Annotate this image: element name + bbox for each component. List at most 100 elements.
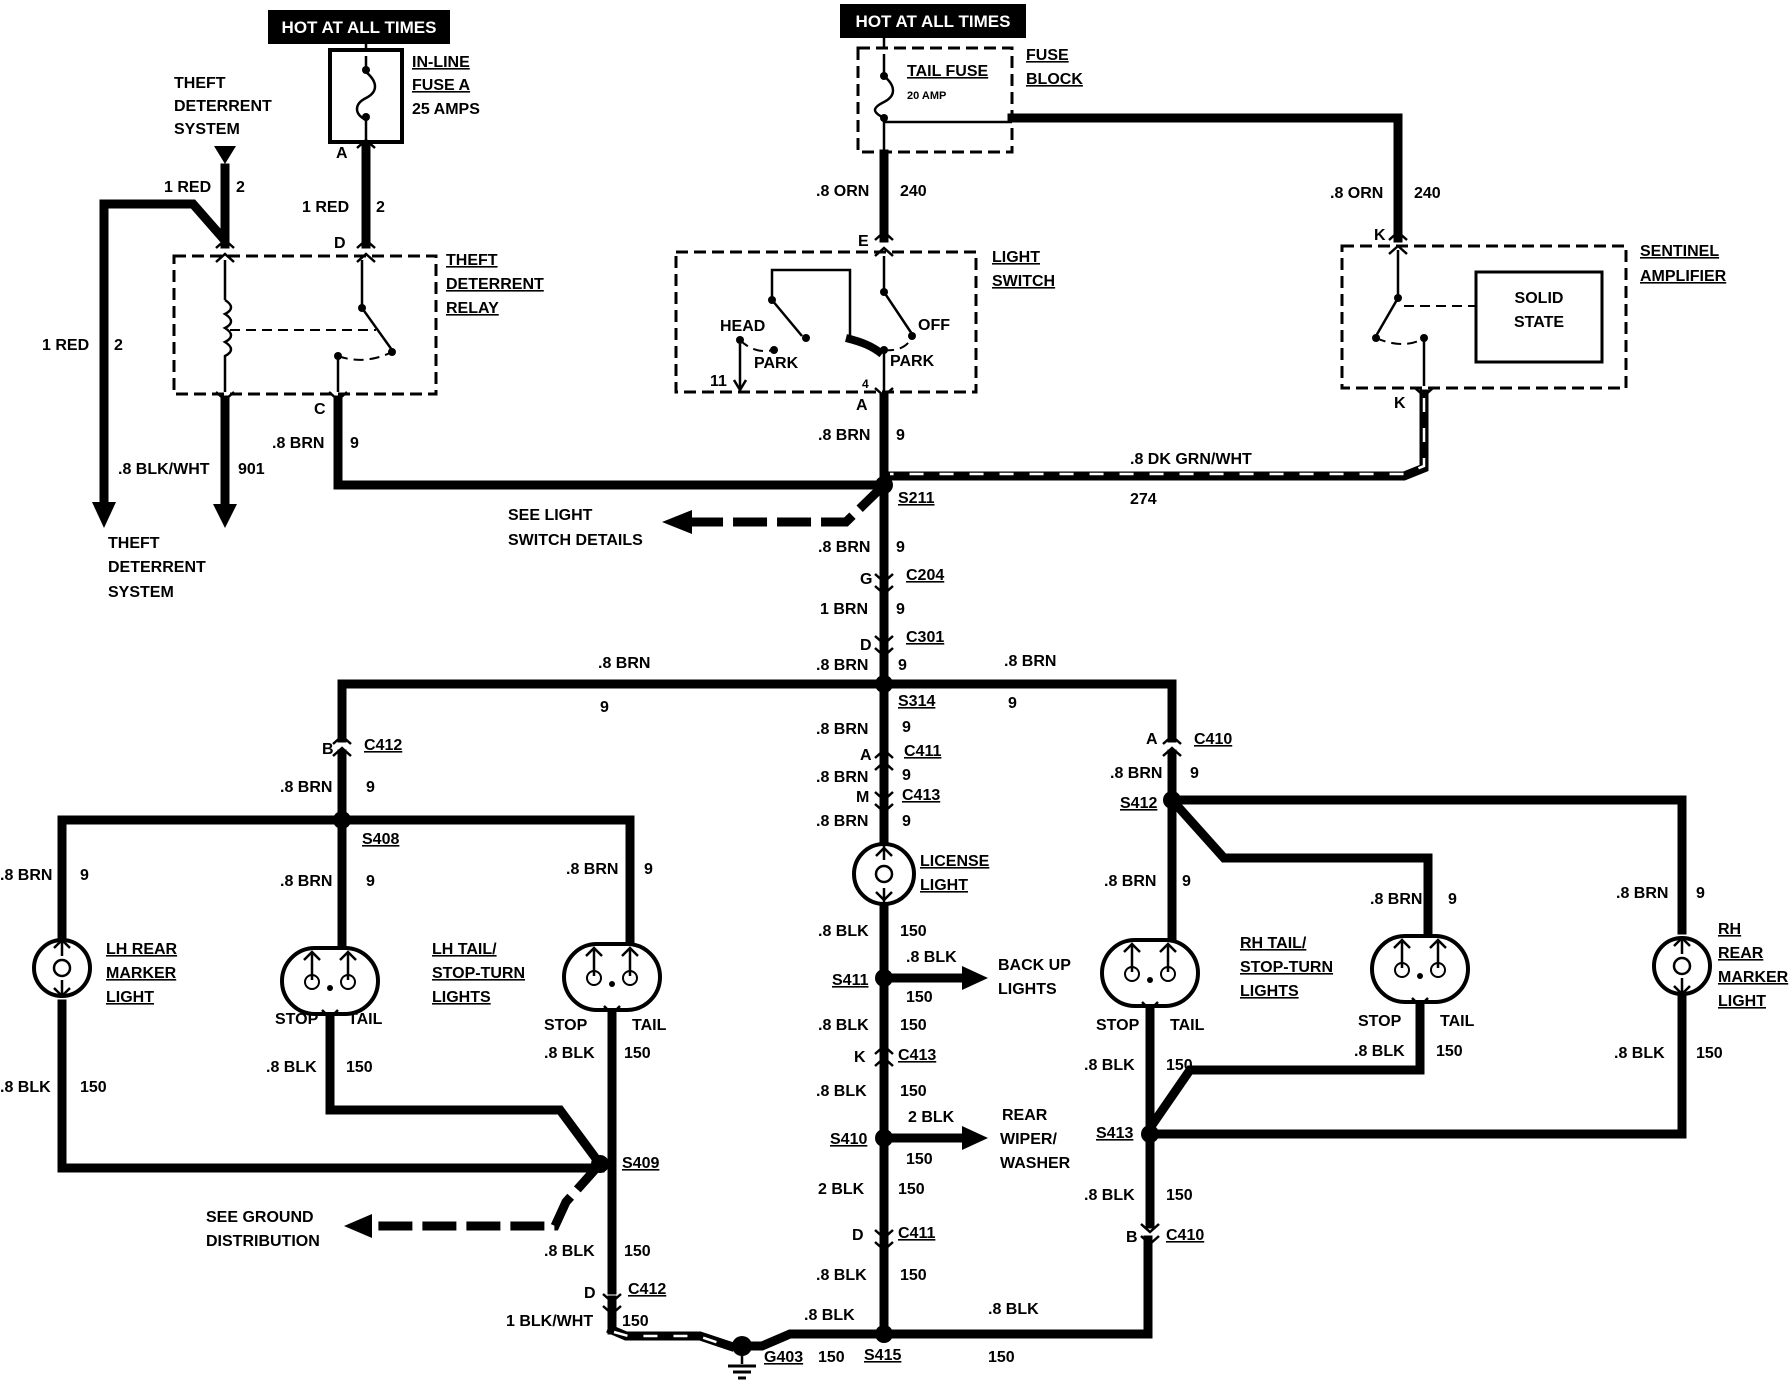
pin-c204-g: G [860,571,872,588]
wire-blk-lht1: .8 BLK [266,1059,317,1076]
lh-tail-1: TAIL [348,1011,383,1028]
pin-sentinel-k-bot: K [1394,395,1406,412]
ckt-240-a: 240 [900,183,927,200]
pin-c412-b: B [322,741,334,758]
ckt-150-s413: 150 [1166,1187,1193,1204]
wire-blk-backup: .8 BLK [906,949,957,966]
ckt-9-rht2: 9 [1448,891,1457,908]
top-wiring [92,113,1429,534]
wire-blk-rhm: .8 BLK [1614,1045,1665,1062]
label-s410: S410 [830,1131,867,1148]
pin-c413-k: K [854,1049,866,1066]
label-c412-bot: C412 [628,1281,666,1298]
sentinel-label-1: SENTINEL [1640,243,1719,260]
connector-marks-trunk [874,573,894,1252]
rh-wiring [1143,749,1687,1229]
wire-blk-s415: .8 BLK [804,1307,855,1324]
lh-tail-label-1: LH TAIL/ [432,941,497,958]
switch-pin-11: 11 [710,373,727,390]
solid-state-1: SOLID [1515,290,1564,307]
lh-tail-lamp-1: STOP TAIL [275,946,383,1028]
wire-dkgrn: .8 DK GRN/WHT [1130,451,1252,468]
lh-tail-lamp-2: STOP TAIL [544,942,667,1034]
ckt-9-rhm: 9 [1696,885,1705,902]
lh-tail-2: TAIL [632,1017,667,1034]
label-c410-bot: C410 [1166,1227,1204,1244]
ckt-901: 901 [238,461,265,478]
hot-label-right: HOT AT ALL TIMES [856,12,1011,31]
wire-brn-rht1: .8 BRN [1104,873,1156,890]
wire-orn-b: .8 ORN [1330,185,1383,202]
pin-relay-c: C [314,401,326,418]
wire-brn-lic: .8 BRN [816,813,868,830]
ckt-9-c413: 9 [902,767,911,784]
ckt-9-switch: 9 [896,427,905,444]
ckt-274: 274 [1130,491,1157,508]
wire-2blk-b: 2 BLK [818,1181,865,1198]
pin-c301-d: D [860,637,872,654]
inline-fuse-label-2: FUSE A [412,77,471,94]
label-c411-top: C411 [904,743,941,760]
wiper-1: REAR [1002,1107,1048,1124]
wire-brn-rhm: .8 BRN [1616,885,1668,902]
label-c411-bot: C411 [898,1225,935,1242]
ckt-2-c: 2 [114,337,123,354]
label-g403: G403 [764,1349,803,1366]
sentinel-label-2: AMPLIFIER [1640,268,1727,285]
splice-s409-dot [591,1155,609,1173]
see-light-1: SEE LIGHT [508,507,593,524]
light-switch-label-1: LIGHT [992,249,1040,266]
splice-s413-dot [1141,1125,1159,1143]
rh-marker-label-1: RH [1718,921,1741,938]
ckt-150-s415: 150 [818,1349,845,1366]
splice-s411-dot [875,969,893,987]
wire-blk-lhm: .8 BLK [0,1079,51,1096]
wire-1red-b: 1 RED [302,199,349,216]
lh-wiring [57,749,736,1352]
pin-c411-a: A [860,747,872,764]
ckt-150-s409: 150 [624,1243,651,1260]
ckt-9-s314: 9 [898,657,907,674]
ckt-9-c412: 9 [366,779,375,796]
wire-1brn: 1 BRN [820,601,868,618]
rh-tail-lamp-2: STOP TAIL [1358,934,1475,1030]
wire-brn-c412: .8 BRN [280,779,332,796]
wire-blk-bottom: .8 BLK [988,1301,1039,1318]
wire-brn-c411: .8 BRN [816,721,868,738]
ckt-150-rht1: 150 [1166,1057,1193,1074]
rh-tail-label-3: LIGHTS [1240,983,1299,1000]
hot-label-left: HOT AT ALL TIMES [282,18,437,37]
ckt-9-lic: 9 [902,813,911,830]
wire-2blk-a: 2 BLK [908,1109,955,1126]
ground-g403 [728,1336,756,1380]
splice-s412-dot [1163,791,1181,809]
lh-tail-label-3: LIGHTS [432,989,491,1006]
wire-blk-s413: .8 BLK [1084,1187,1135,1204]
light-switch-label-2: SWITCH [992,273,1055,290]
pin-fuse-a: A [336,145,348,162]
rh-stop-2: STOP [1358,1013,1402,1030]
inline-fuse-label-1: IN-LINE [412,54,470,71]
rh-tail-2: TAIL [1440,1013,1475,1030]
theft-bottom-1: THEFT [108,535,160,552]
ckt-150-g403: 150 [622,1313,649,1330]
rh-tail-label-2: STOP-TURN [1240,959,1333,976]
wire-brn-s314: .8 BRN [816,657,868,674]
ckt-150-lht2: 150 [624,1045,651,1062]
pin-sentinel-k-top: K [1374,227,1386,244]
pin-letters: A D C E K K A G D B A M A K D B D [314,145,1406,1302]
relay-label-1: THEFT [446,252,498,269]
pin-relay-d: D [334,235,346,252]
label-s408: S408 [362,831,399,848]
switch-head: HEAD [720,318,765,335]
hot-banner-right: HOT AT ALL TIMES [840,4,1026,38]
splice-s410-dot [875,1129,893,1147]
label-c301: C301 [906,629,944,646]
splice-names: S211 S314 S408 S409 S412 S413 S411 S410 … [362,490,1232,1366]
theft-bottom-3: SYSTEM [108,584,174,601]
label-s413: S413 [1096,1125,1133,1142]
wire-1red-a: 1 RED [164,179,211,196]
ckt-2-a: 2 [236,179,245,196]
switch-off: OFF [918,317,950,334]
